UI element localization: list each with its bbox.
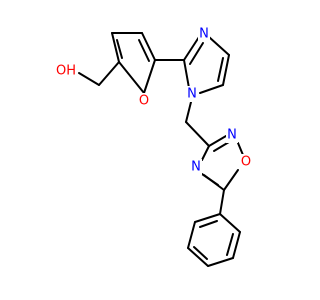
bond-furan-o-c2 (143, 59, 156, 94)
bond-imid-c5-n1 (199, 84, 224, 94)
bond-oxadiazole-phenyl (219, 189, 225, 215)
bond-ph-c6-c1 (194, 213, 221, 223)
atom-labels: OH O N N N N O (54, 26, 252, 175)
bond-n1-ch2 (185, 101, 192, 123)
bond-ph-c3-c4 (207, 257, 234, 267)
bond-furan-c5-o (118, 61, 145, 94)
hydroxyl-label: OH (56, 64, 76, 79)
bond-ph-c2-c3 (232, 231, 241, 259)
bond-imid-n1-c2 (183, 59, 190, 89)
oxadiazole-n2-label: N (227, 128, 237, 143)
bond-ph-c2-c3-double (226, 233, 234, 256)
bonds (78, 32, 244, 267)
bond-imid-c4-c5 (222, 54, 230, 86)
bond-ph-c1-c2 (219, 213, 241, 233)
bond-furan-c4-c5-double (116, 39, 123, 59)
bond-oxa-c3-n2-double (213, 141, 230, 152)
bond-imid-c2-n3-double (189, 42, 204, 65)
bond-ch2-furan-c5 (98, 61, 120, 86)
bond-imid-n3-c4 (208, 36, 230, 56)
bond-ph-c4-c5 (187, 247, 209, 267)
imidazole-n1-label: N (187, 87, 197, 102)
bond-imid-c4-c5-double (217, 57, 224, 82)
bond-oxa-o1-c5 (223, 169, 239, 191)
bond-furan-c2-c3 (141, 32, 156, 61)
bond-oxa-c3-n2 (208, 135, 227, 147)
oxadiazole-o1-label: O (241, 155, 251, 170)
bond-furan-c4-c5 (111, 32, 120, 63)
bond-furan-c2-c3-double (138, 39, 150, 62)
bond-ph-c5-c6 (187, 221, 196, 249)
bond-ph-c6-c1-double (199, 220, 218, 228)
bond-imid-c2-n3 (183, 36, 200, 61)
oxadiazole-n4-label: N (191, 160, 201, 175)
bond-oxa-n4-c3 (201, 145, 210, 161)
molecule-structure: OH O N N N N O (54, 26, 252, 267)
bond-oh-ch2 (78, 72, 100, 86)
bond-ph-c4-c5-double (193, 246, 208, 260)
furan-oxygen-label: O (139, 94, 149, 109)
imidazole-n3-label: N (199, 27, 209, 42)
bond-oxa-n2-o1 (237, 142, 244, 156)
bond-oxa-c5-n4-double (201, 173, 219, 186)
bond-ch2-oxadiazole (185, 121, 210, 147)
